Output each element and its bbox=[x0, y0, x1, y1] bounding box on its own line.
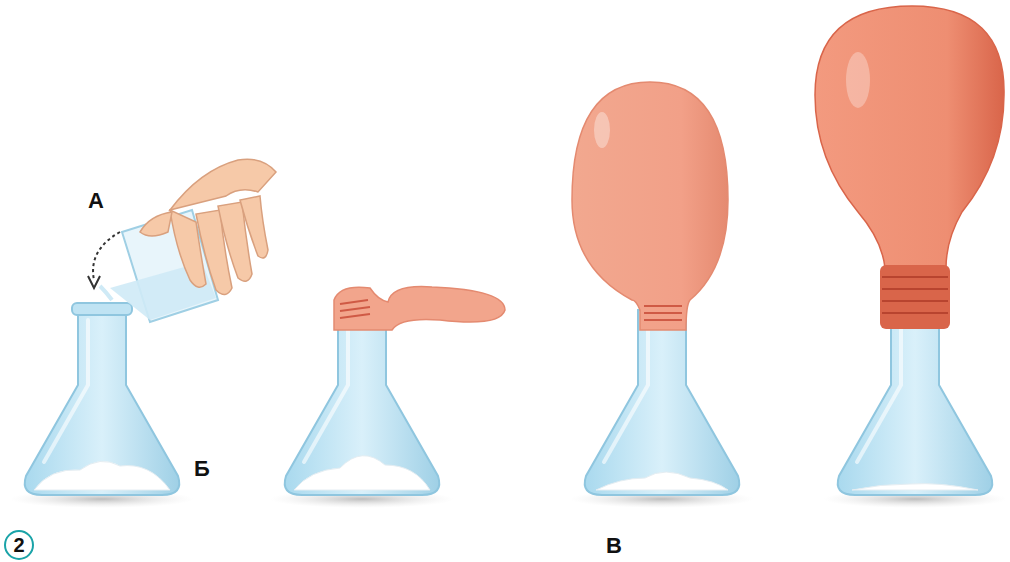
part-label: А bbox=[88, 190, 104, 212]
callout-number: 2 bbox=[4, 530, 34, 560]
part-label: В bbox=[606, 535, 622, 557]
part-label: Б bbox=[194, 458, 210, 480]
